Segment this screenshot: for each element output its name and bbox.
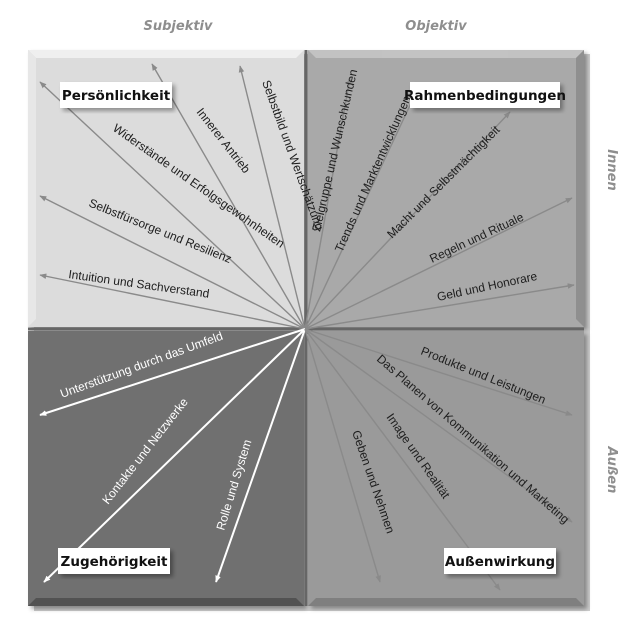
column-header-objektiv: Objektiv <box>405 19 467 34</box>
ray-arrow <box>304 83 421 330</box>
title-text: Zugehörigkeit <box>61 554 168 570</box>
ray-arrow <box>43 328 306 583</box>
title-box <box>58 548 170 574</box>
ray-arrow <box>304 111 511 330</box>
ray-arrow <box>238 65 306 330</box>
row-header-innen: Innen <box>604 149 619 190</box>
ray-arrow <box>304 328 381 583</box>
title-top-left: Persönlichkeit <box>60 82 172 108</box>
title-text: Außenwirkung <box>445 554 555 570</box>
title-top-right: Rahmenbedingungen <box>404 82 566 108</box>
row-header-aussen: Außen <box>604 446 619 494</box>
title-text: Persönlichkeit <box>62 88 171 104</box>
title-box <box>410 82 560 108</box>
ray-arrow <box>304 283 575 330</box>
bevel-highlights <box>28 50 584 606</box>
ray-arrow <box>304 328 573 523</box>
ray-arrow <box>39 81 306 330</box>
ray-arrow <box>304 77 352 330</box>
column-header-subjektiv: Subjektiv <box>144 19 214 34</box>
ray-arrow <box>39 328 306 416</box>
quadrant-titles: Persönlichkeit RahmenbedingungenZugehörig… <box>58 82 566 574</box>
title-box <box>60 82 172 108</box>
ray-arrow <box>39 195 306 330</box>
ray-arrow <box>215 328 306 583</box>
title-box <box>444 548 556 574</box>
ray-arrow <box>304 328 501 591</box>
title-text: Rahmenbedingungen <box>404 88 566 104</box>
title-bottom-left: Zugehörigkeit <box>58 548 170 574</box>
title-bottom-right: Außenwirkung <box>444 548 556 574</box>
ray-arrow <box>304 328 573 416</box>
ray-arrow <box>304 197 573 330</box>
ray-arrow <box>151 63 306 330</box>
ray-arrow <box>39 273 306 330</box>
